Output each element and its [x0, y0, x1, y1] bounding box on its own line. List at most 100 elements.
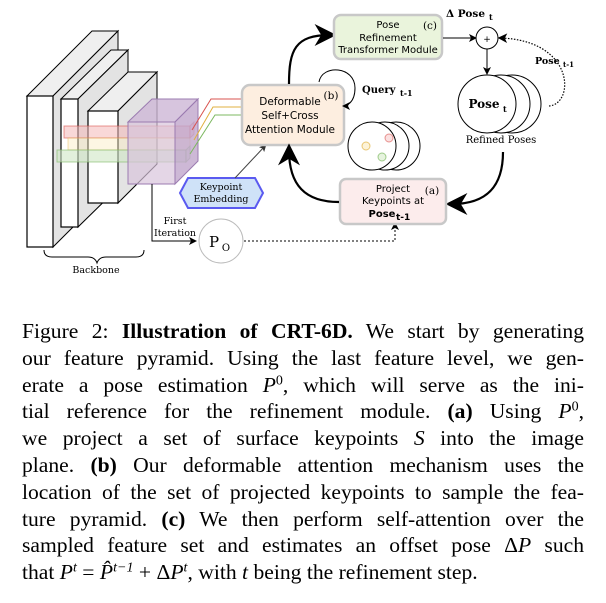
- caption-bold-text: Illustration of CRT-6D.: [121, 319, 353, 343]
- caption-text: Figure 2:: [22, 319, 122, 343]
- initial-pose-to-project-arrow: [244, 222, 399, 242]
- caption-math: P: [517, 533, 532, 558]
- feature-connector-yellow: [193, 106, 243, 141]
- caption-line: sampled feature set and estimates an off…: [22, 532, 584, 559]
- caption-math: P̂: [99, 560, 114, 585]
- keypoint-embedding-hexagon: [178, 177, 265, 209]
- caption-text: we project a set of surface keypoints: [22, 426, 414, 451]
- caption-line: erate a pose estimation P0, which will s…: [22, 372, 584, 399]
- caption-superscript: t: [72, 559, 77, 576]
- caption-text: into the image: [424, 426, 584, 451]
- keypoint-embedding-label-1: Keypoint: [200, 182, 243, 193]
- initial-pose-node: [198, 218, 244, 264]
- query-label: Query: [362, 85, 397, 96]
- project-module-pose: Pose: [369, 209, 396, 220]
- first-iteration-label-2: Iteration: [154, 228, 196, 239]
- caption-text: + Δ: [133, 560, 171, 585]
- refined-poses-label: Refined Poses: [466, 135, 537, 146]
- pose-previous-feedback-arrow: [497, 33, 566, 107]
- project-module-pose-sub: t-1: [396, 213, 410, 223]
- caption-bold-text: (c): [161, 506, 186, 531]
- keypoint-embedding-label-2: Embedding: [193, 194, 248, 205]
- caption-superscript: 0: [275, 371, 283, 388]
- refinement-module-line-1: Pose: [376, 20, 399, 31]
- project-module-line-2: Keypoints at: [362, 196, 424, 207]
- refinement-module-tag: (c): [423, 20, 437, 32]
- caption-text: tial reference for the refinement module…: [22, 399, 448, 424]
- refinement-module-line-3: Transformer Module: [337, 45, 438, 56]
- caption-line: tial reference for the refinement module…: [22, 398, 584, 425]
- refinement-module-line-2: Refinement: [359, 33, 417, 44]
- backbone-brace: [43, 249, 145, 265]
- deformable-module-line-1: Deformable: [259, 96, 321, 108]
- deformable-module-line-2: Self+Cross: [261, 110, 318, 122]
- initial-pose-subscript: O: [222, 243, 230, 254]
- caption-text: =: [76, 560, 100, 585]
- deformable-module-tag: (b): [324, 90, 339, 102]
- caption-superscript: t−1: [113, 559, 134, 576]
- caption-text: sampled feature set and estimates an off…: [22, 533, 518, 558]
- caption-text: We then perform self-attention over the: [185, 506, 585, 531]
- delta-pose-subscript: t: [489, 12, 493, 22]
- caption-text: , which will serve as the ini-: [282, 372, 584, 397]
- project-to-attention-arrow: [278, 143, 340, 204]
- caption-math: P: [170, 560, 184, 585]
- caption-math: S: [413, 426, 425, 451]
- caption-math: P: [59, 560, 73, 585]
- crt6d-architecture-diagram: Backbone Keypoint Embedding First Iterat…: [25, 8, 574, 276]
- project-keypoints-module: [338, 177, 448, 226]
- caption-text: Our deformable attention mechanism uses …: [116, 452, 585, 477]
- pose-previous-subscript: t-1: [563, 60, 574, 69]
- caption-superscript: t: [183, 559, 188, 576]
- caption-math: P: [558, 399, 572, 424]
- current-pose-subscript: t: [503, 104, 507, 114]
- caption-text: that: [22, 560, 60, 585]
- projected-keypoints-stack: [347, 121, 421, 171]
- caption-text: ture pyramid.: [22, 506, 162, 531]
- caption-text: such: [531, 533, 584, 558]
- caption-text: our feature pyramid. Using the last feat…: [22, 345, 584, 370]
- plus-symbol: +: [483, 35, 491, 45]
- caption-line: our feature pyramid. Using the last feat…: [22, 345, 584, 372]
- first-iteration-label-1: First: [164, 216, 187, 227]
- initial-pose-label: P: [209, 233, 219, 251]
- caption-text: plane.: [22, 452, 91, 477]
- refined-to-project-arrow: [445, 151, 505, 215]
- keypoint-green: [377, 152, 387, 162]
- caption-line: that Pt = P̂t−1 + ΔPt, with t being the …: [22, 559, 584, 586]
- current-pose-label: Pose: [468, 97, 499, 111]
- caption-superscript: 0: [571, 398, 579, 415]
- project-module-line-1: Project: [376, 184, 410, 195]
- caption-text: We start by generating: [352, 319, 584, 343]
- caption-text: location of the set of projected keypoin…: [22, 479, 584, 504]
- caption-bold-text: (a): [447, 399, 473, 424]
- caption-text: being the refinement step.: [248, 560, 478, 585]
- caption-line: Figure 2: Illustration of CRT-6D. We sta…: [22, 318, 584, 345]
- deformable-module-line-3: Attention Module: [245, 124, 335, 136]
- project-module-tag: (a): [425, 185, 439, 197]
- caption-text: ,: [578, 399, 584, 424]
- caption-math: P: [262, 372, 276, 397]
- query-loop-arrow: [318, 69, 356, 110]
- embedding-to-attention-arrow: [234, 144, 267, 179]
- delta-pose-label: Δ Pose: [446, 8, 485, 20]
- figure-caption: Figure 2: Illustration of CRT-6D. We sta…: [22, 318, 584, 586]
- caption-text: , with: [187, 560, 243, 585]
- keypoint-red: [384, 133, 394, 143]
- refined-poses-stack: [457, 74, 542, 134]
- attention-to-refinement-arrow: [287, 24, 337, 85]
- backbone-label: Backbone: [72, 265, 120, 276]
- caption-bold-text: (b): [90, 452, 117, 477]
- caption-line: ture pyramid. (c) We then perform self-a…: [22, 506, 584, 533]
- pose-previous-label: Pose: [535, 56, 560, 67]
- caption-text: Using: [472, 399, 559, 424]
- caption-text: erate a pose estimation: [22, 372, 263, 397]
- caption-line: location of the set of projected keypoin…: [22, 479, 584, 506]
- pose-refinement-module: [332, 13, 444, 61]
- caption-line: plane. (b) Our deformable attention mech…: [22, 452, 584, 479]
- feature-connector-red: [191, 98, 243, 131]
- feature-connector-green: [189, 114, 243, 155]
- keypoint-yellow: [361, 141, 371, 151]
- caption-math: t: [242, 560, 249, 585]
- feature-pyramid-cube: [126, 97, 200, 186]
